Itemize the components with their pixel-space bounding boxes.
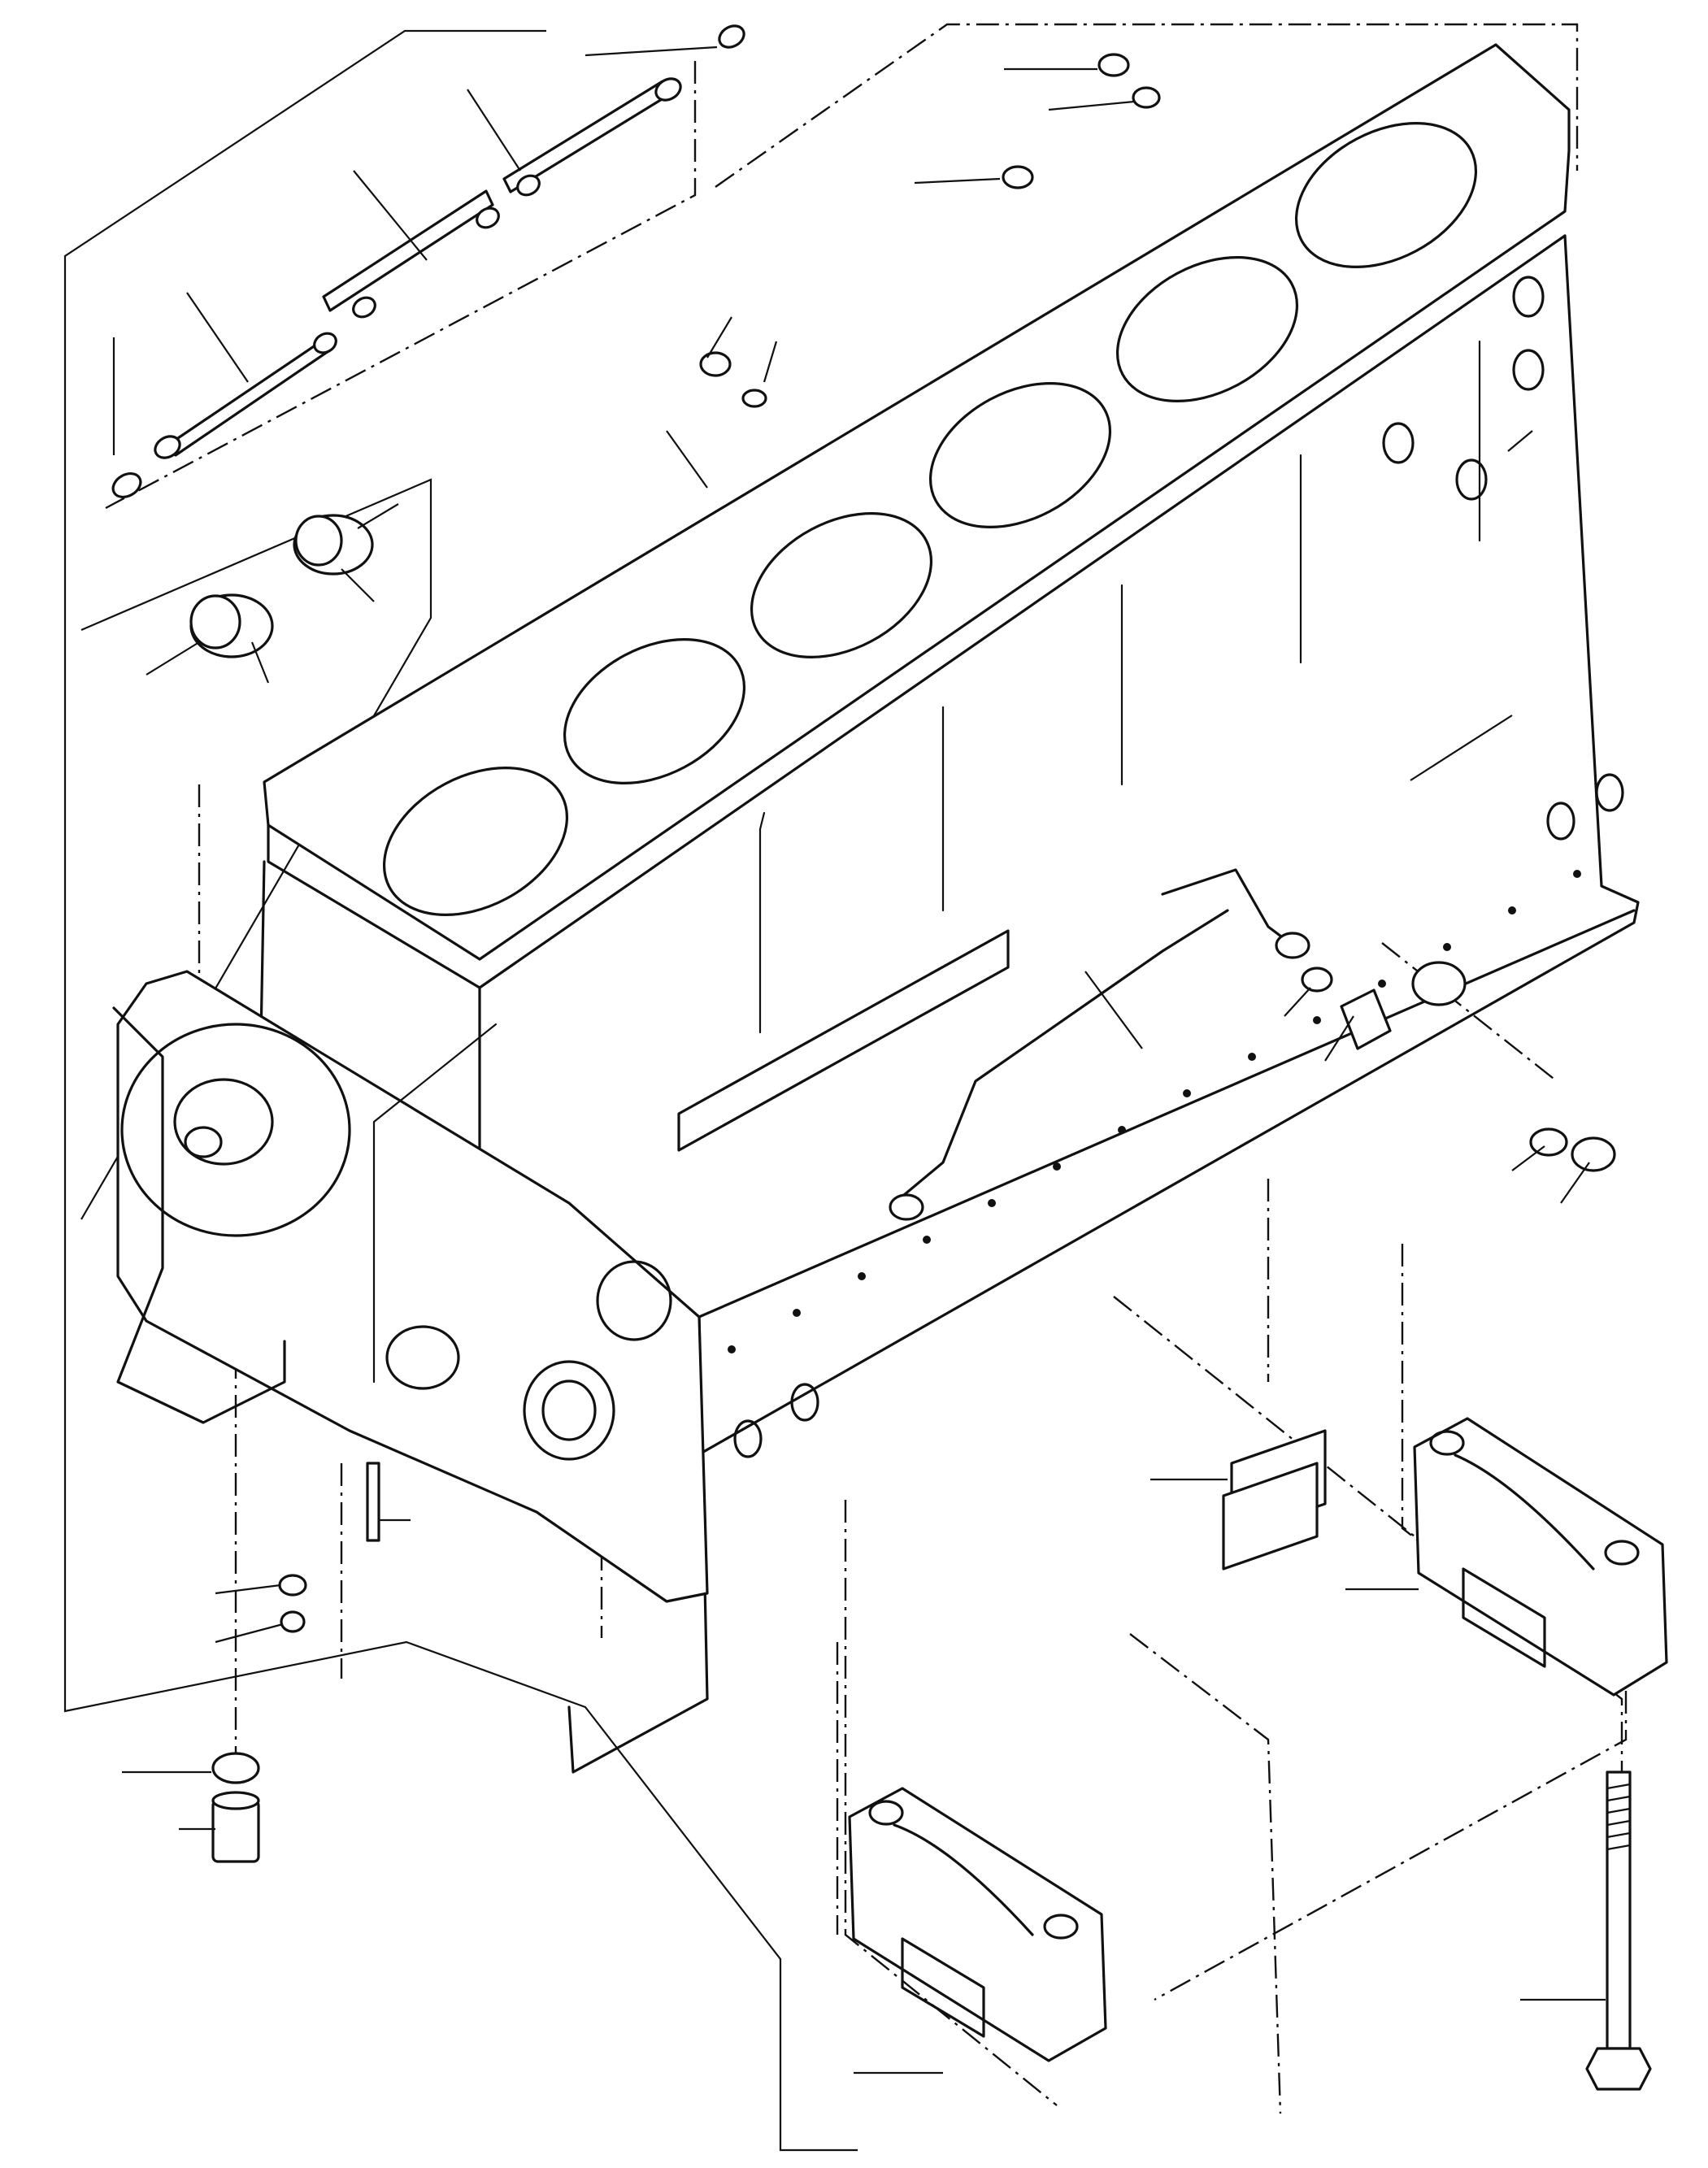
oil-gallery-tube-assembly xyxy=(111,24,745,658)
main-bearing-cap-upper xyxy=(1413,1417,1668,1697)
group-boundaries xyxy=(63,29,858,2152)
main-bearing-cap-bolt xyxy=(1585,1770,1652,2091)
top-plugs-and-washers xyxy=(699,53,1161,408)
bearing-shim xyxy=(1222,1429,1327,1571)
main-bearing-cap-lower xyxy=(848,1787,1107,2062)
front-plate xyxy=(112,970,709,1603)
reference-leaders xyxy=(112,46,1606,2075)
alignment-lines xyxy=(105,23,1628,2114)
cylinder-block xyxy=(254,43,1640,1774)
lower-left-fittings xyxy=(211,1462,380,1863)
